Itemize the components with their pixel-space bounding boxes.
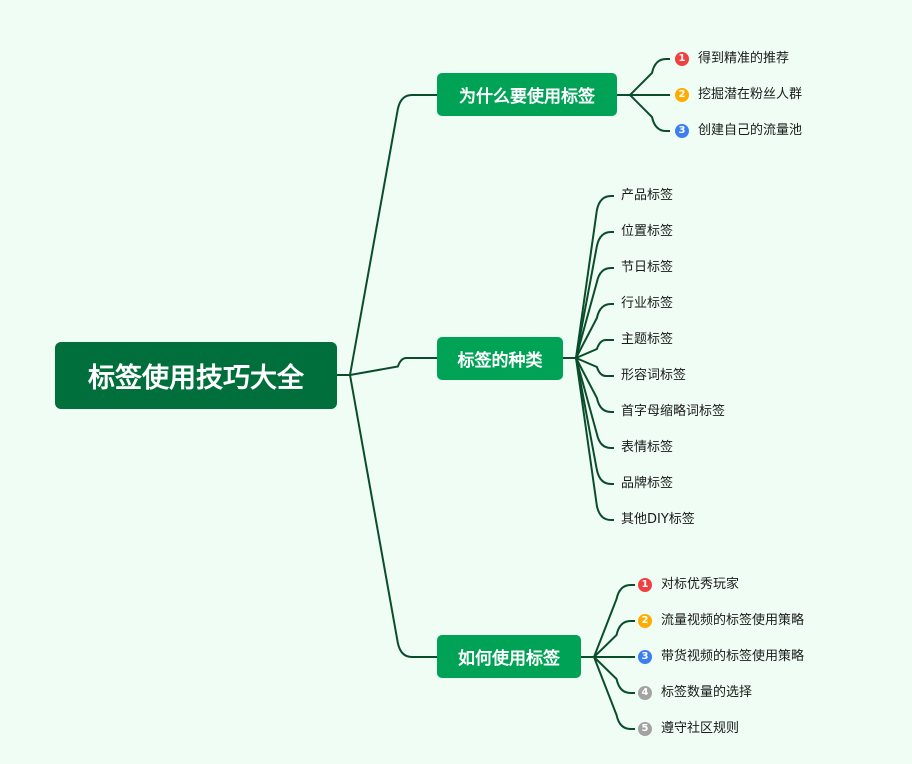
- leaf-label: 流量视频的标签使用策略: [661, 613, 805, 628]
- leaf-label: 产品标签: [621, 188, 674, 203]
- leaf-node[interactable]: 行业标签: [621, 294, 673, 314]
- leaf-node[interactable]: 其他DIY标签: [621, 510, 695, 530]
- connector: [575, 357, 614, 413]
- connector: [575, 267, 614, 359]
- connector: [593, 656, 635, 694]
- leaf-label: 遵守社区规则: [661, 721, 740, 736]
- leaf-node[interactable]: 2 流量视频的标签使用策略: [638, 611, 804, 631]
- connector: [629, 94, 670, 132]
- leaf-node[interactable]: 形容词标签: [621, 366, 686, 386]
- leaf-label: 行业标签: [621, 296, 674, 311]
- leaf-label: 品牌标签: [621, 476, 674, 491]
- leaf-label: 其他DIY标签: [621, 512, 695, 527]
- leaf-label: 标签数量的选择: [661, 685, 753, 700]
- connector: [593, 656, 635, 730]
- leaf-node[interactable]: 首字母缩略词标签: [621, 402, 725, 422]
- connector: [575, 303, 614, 359]
- number-badge-icon: 2: [675, 88, 689, 102]
- leaf-node[interactable]: 位置标签: [621, 222, 673, 242]
- number-badge-icon: 2: [638, 614, 652, 628]
- branch-label: 标签的种类: [457, 351, 543, 371]
- connector: [349, 374, 437, 658]
- leaf-label: 得到精准的推荐: [698, 51, 790, 66]
- connector: [593, 620, 635, 658]
- connector: [575, 231, 614, 359]
- connector: [575, 195, 614, 359]
- leaf-node[interactable]: 1 得到精准的推荐: [675, 49, 789, 69]
- leaf-label: 位置标签: [621, 224, 674, 239]
- branch-label: 如何使用标签: [458, 649, 560, 669]
- connector: [575, 339, 614, 359]
- leaf-label: 首字母缩略词标签: [621, 404, 726, 419]
- number-badge-icon: 1: [675, 52, 689, 66]
- leaf-node[interactable]: 3 带货视频的标签使用策略: [638, 647, 804, 667]
- branch-label: 为什么要使用标签: [459, 87, 595, 107]
- branch-node[interactable]: 标签的种类: [437, 337, 563, 380]
- leaf-node[interactable]: 主题标签: [621, 330, 673, 350]
- branch-node[interactable]: 如何使用标签: [437, 635, 581, 678]
- leaf-node[interactable]: 4 标签数量的选择: [638, 683, 752, 703]
- number-badge-icon: 3: [638, 650, 652, 664]
- leaf-node[interactable]: 2 挖掘潜在粉丝人群: [675, 85, 802, 105]
- number-badge-icon: 4: [638, 686, 652, 700]
- connector: [349, 357, 437, 376]
- leaf-label: 挖掘潜在粉丝人群: [698, 87, 803, 102]
- leaf-node[interactable]: 品牌标签: [621, 474, 673, 494]
- leaf-node[interactable]: 产品标签: [621, 186, 673, 206]
- leaf-label: 主题标签: [621, 332, 674, 347]
- root-label: 标签使用技巧大全: [88, 363, 304, 394]
- number-badge-icon: 1: [638, 578, 652, 592]
- connector: [575, 357, 614, 485]
- number-badge-icon: 5: [638, 722, 652, 736]
- branch-node[interactable]: 为什么要使用标签: [437, 73, 617, 116]
- connector: [349, 94, 437, 376]
- leaf-node[interactable]: 3 创建自己的流量池: [675, 121, 802, 141]
- leaf-label: 带货视频的标签使用策略: [661, 649, 805, 664]
- number-badge-icon: 3: [675, 124, 689, 138]
- connector: [593, 584, 635, 658]
- leaf-node[interactable]: 表情标签: [621, 438, 673, 458]
- leaf-label: 对标优秀玩家: [661, 577, 740, 592]
- connector: [575, 357, 614, 449]
- leaf-label: 创建自己的流量池: [698, 123, 803, 138]
- leaf-label: 节日标签: [621, 260, 674, 275]
- connector: [575, 357, 614, 377]
- leaf-label: 表情标签: [621, 440, 674, 455]
- leaf-node[interactable]: 1 对标优秀玩家: [638, 575, 739, 595]
- connector: [575, 357, 614, 521]
- leaf-label: 形容词标签: [621, 368, 687, 383]
- connector: [629, 58, 670, 96]
- root-node[interactable]: 标签使用技巧大全: [55, 342, 337, 409]
- leaf-node[interactable]: 5 遵守社区规则: [638, 719, 739, 739]
- leaf-node[interactable]: 节日标签: [621, 258, 673, 278]
